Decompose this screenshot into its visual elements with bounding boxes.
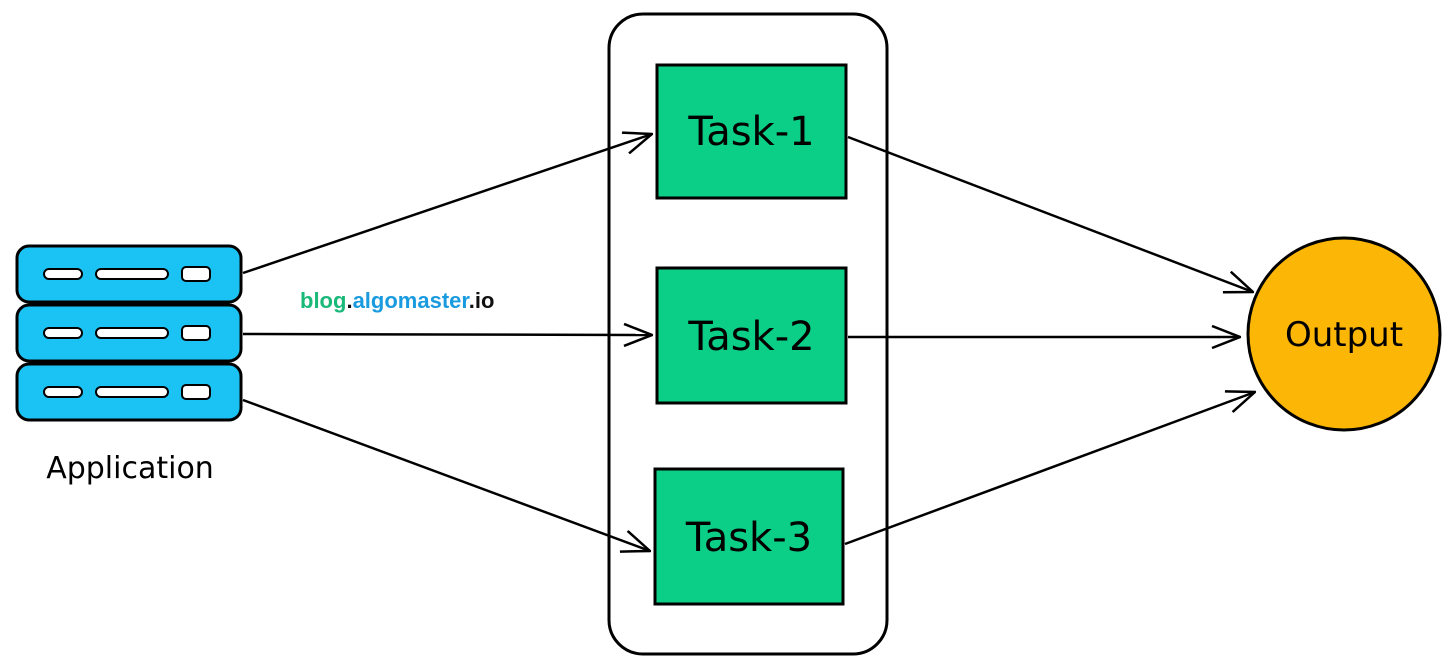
task-label: Task-1 (687, 109, 814, 155)
arrow-task-1-to-output (847, 135, 1253, 292)
arrow-task-3-to-output (844, 392, 1255, 546)
arrow-app-to-task-2 (242, 334, 652, 335)
watermark-algomaster: algomaster (353, 288, 471, 313)
server-unit (15, 362, 243, 422)
server-stack-icon (15, 244, 243, 422)
output-node[interactable]: Output (1246, 236, 1442, 432)
task-box-2[interactable]: Task-2 (655, 266, 848, 405)
task-box-3[interactable]: Task-3 (653, 467, 845, 606)
arrow-app-to-task-3 (242, 398, 650, 551)
arrow-app-to-task-1 (242, 134, 652, 275)
watermark-io: .io (469, 288, 495, 313)
task-label: Task-3 (685, 515, 812, 561)
task-box-1[interactable]: Task-1 (655, 63, 848, 200)
output-label: Output (1285, 315, 1403, 355)
application-label: Application (46, 451, 214, 486)
server-unit (15, 244, 243, 304)
server-unit (15, 303, 243, 363)
watermark-dot: . (346, 288, 352, 313)
watermark: blog.algomaster.io (300, 288, 494, 313)
watermark-blog: blog (300, 288, 346, 313)
task-label: Task-2 (687, 314, 814, 360)
